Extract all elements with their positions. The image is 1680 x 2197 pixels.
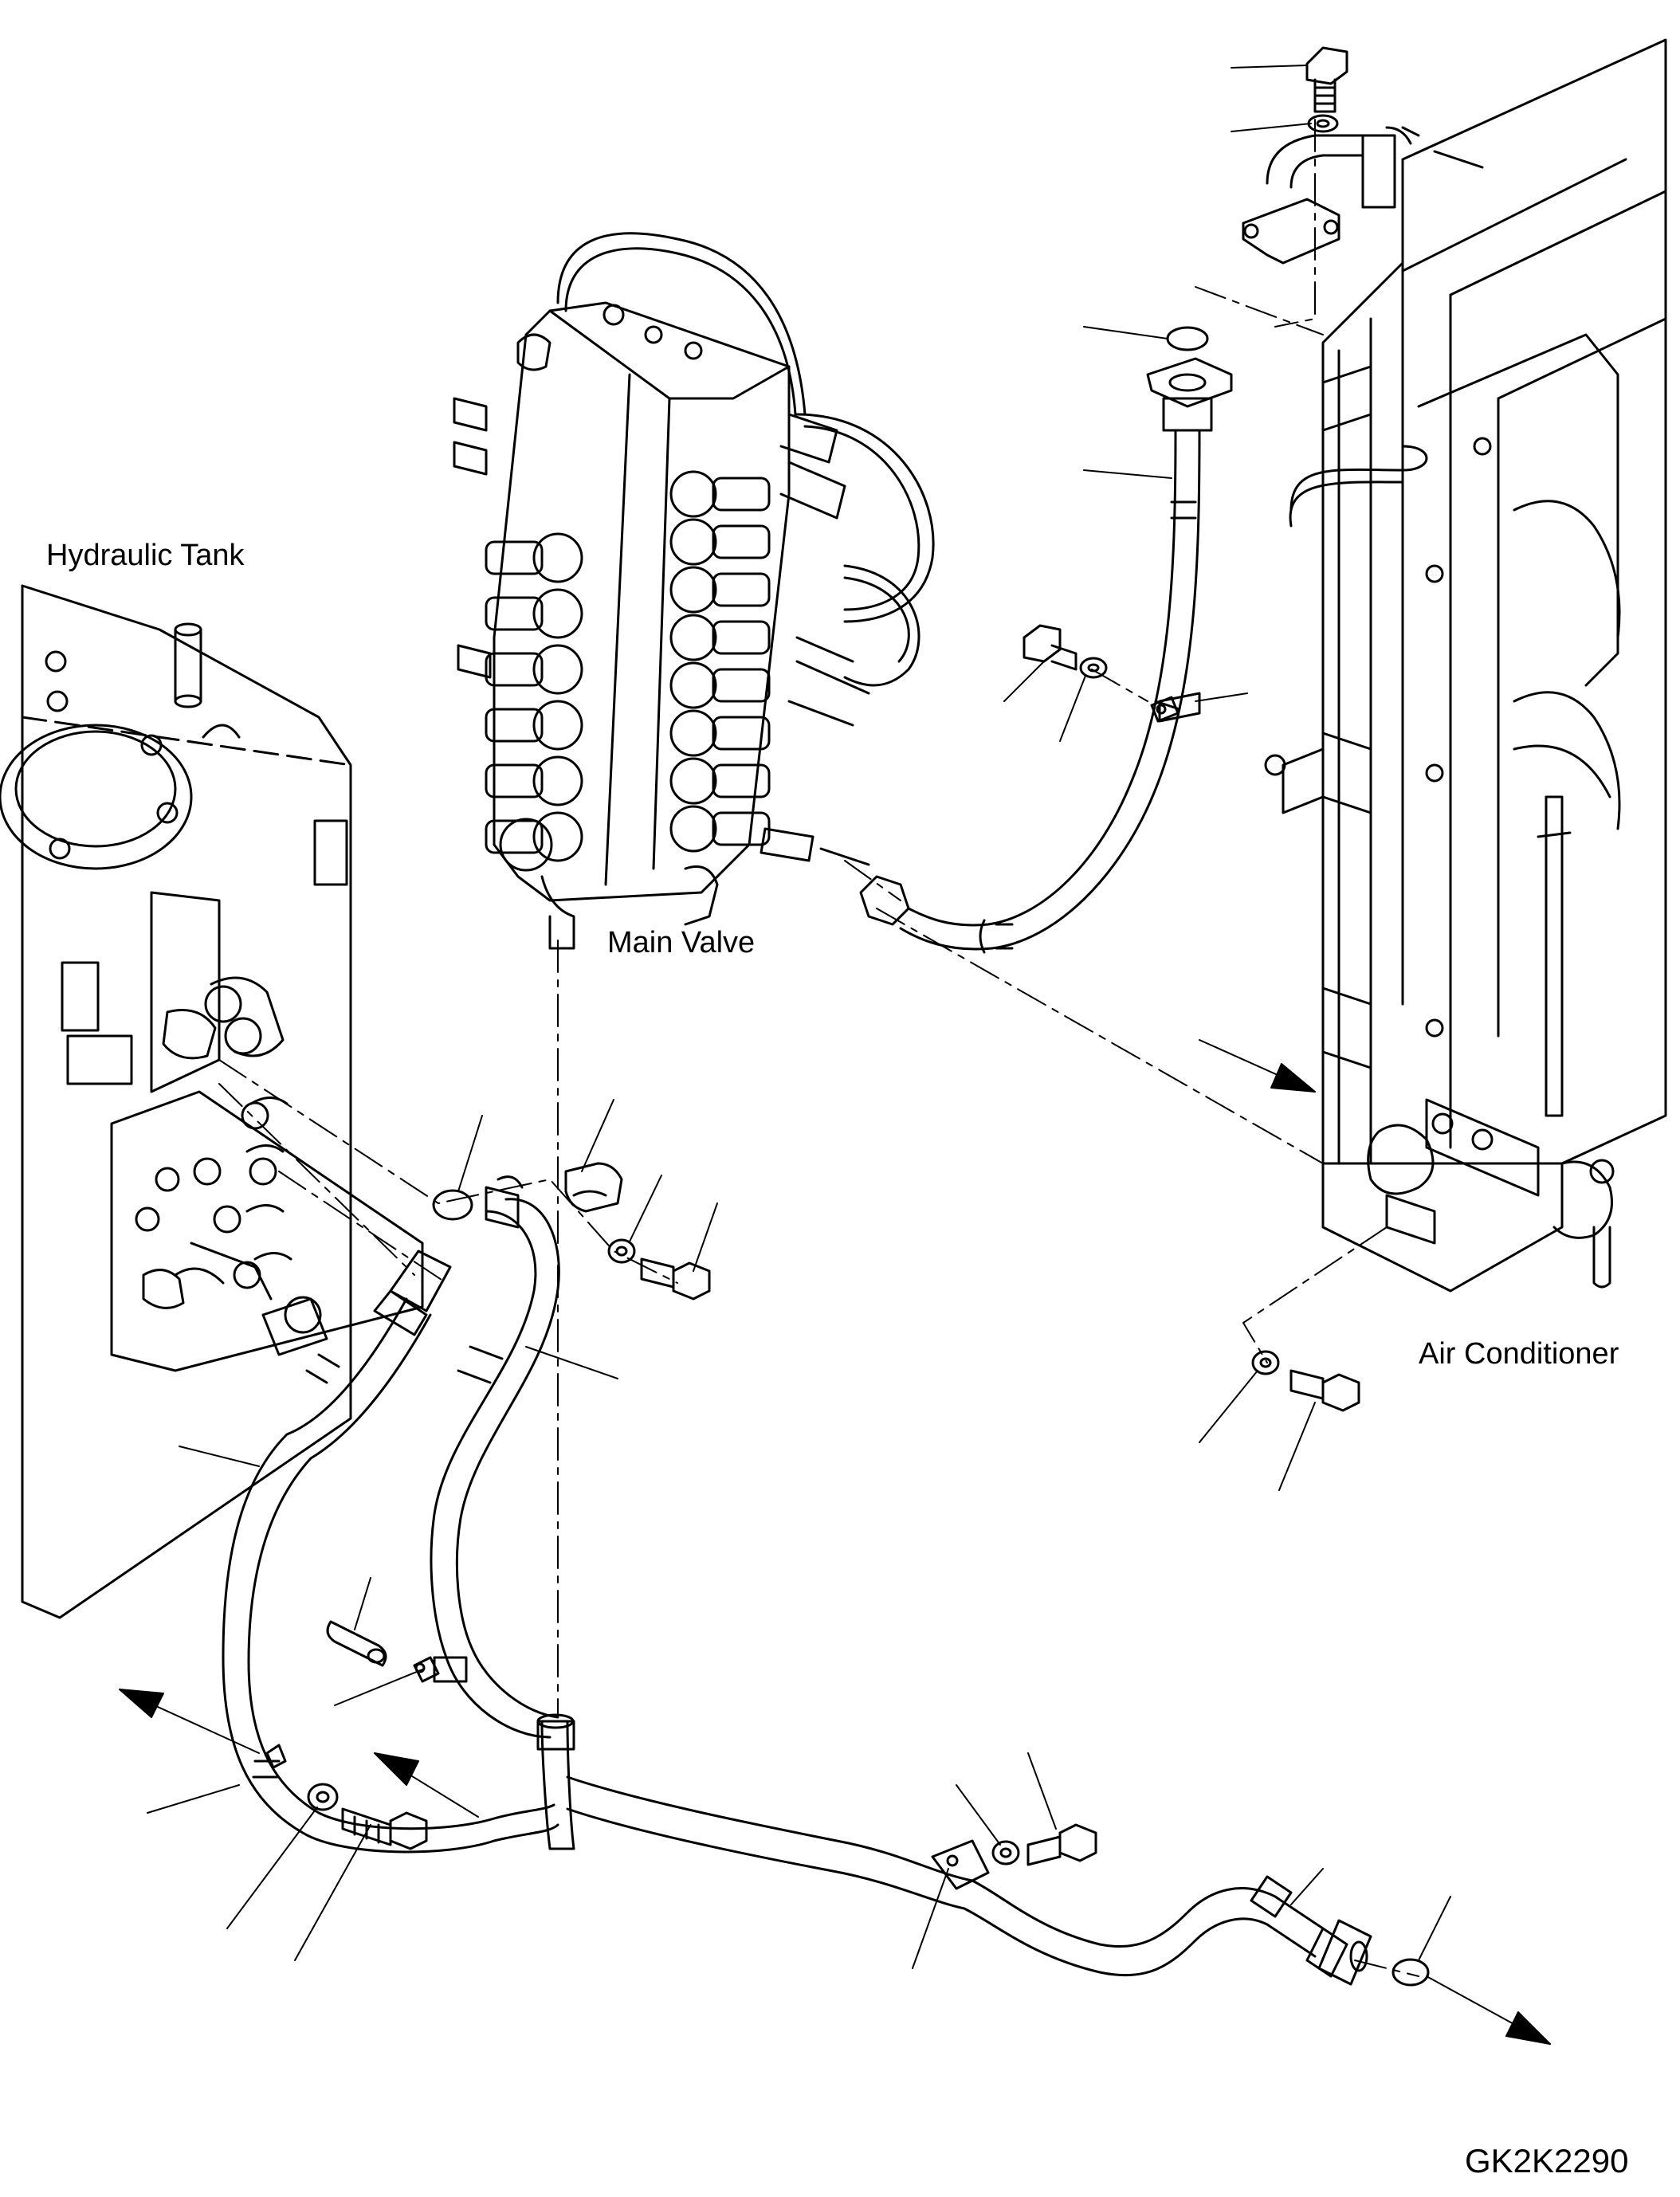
assembly-center-lines	[218, 119, 1419, 1977]
direction-arrows	[119, 1039, 1551, 2045]
main-valve-drawing	[453, 232, 935, 950]
air-conditioner-label: Air Conditioner	[1419, 1337, 1619, 1371]
small-parts	[307, 46, 1430, 1987]
hydraulic-tank-label: Hydraulic Tank	[46, 539, 245, 572]
part-leader-lines	[147, 65, 1451, 1969]
hose-assemblies	[222, 357, 1372, 1986]
drawing-code: GK2K2290	[1465, 2142, 1629, 2179]
air-conditioner-drawing	[1242, 38, 1667, 1293]
hydraulic-tank-drawing	[0, 584, 424, 1619]
main-valve-label: Main Valve	[607, 926, 756, 959]
